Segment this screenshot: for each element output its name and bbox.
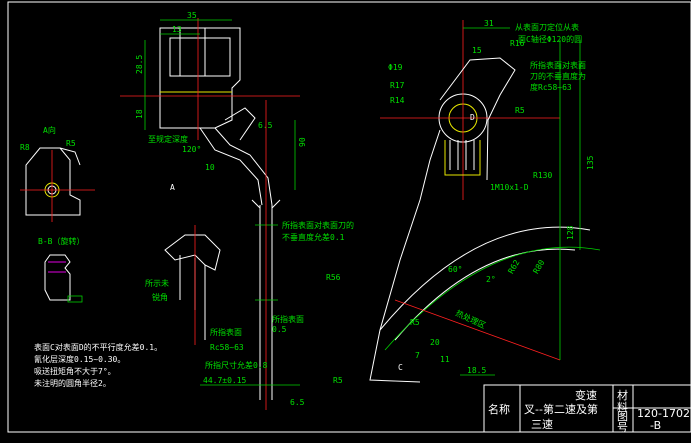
dim-phi19: Φ19	[388, 63, 403, 72]
dim-35: 35	[187, 11, 197, 20]
dim-6-5b: 6.5	[290, 398, 305, 407]
dim-20: 20	[430, 338, 440, 347]
dim-128: 128	[566, 225, 575, 240]
note-a1: 从表面刀定位从表	[515, 22, 579, 32]
dim-r5: R5	[66, 139, 76, 148]
note-a14: 所指表面	[210, 327, 242, 337]
label-d: D	[470, 113, 475, 122]
section-b-b: B-B（旋转）	[38, 236, 84, 303]
note-a5: 度Rc58~63	[530, 82, 572, 92]
dim-120deg: 120°	[182, 145, 201, 154]
dim-6-5: 6.5	[258, 121, 273, 130]
note-a13: 所指尺寸允差0.8	[205, 360, 268, 370]
dim-r5b: R5	[410, 318, 420, 327]
title-part-name-3: 三速	[531, 418, 553, 431]
title-block: 名称 变速 叉--第二速及第 三速 材 料 图 号 120-17020 -B	[483, 384, 691, 434]
note-a9: 所示未	[145, 278, 169, 288]
dim-15a: 15	[472, 46, 482, 55]
dim-90: 90	[298, 137, 307, 147]
note-a11: 所指表面	[272, 314, 304, 324]
dim-r14: R14	[390, 96, 405, 105]
note-a3: 所指表面对表面	[530, 60, 586, 70]
lower-detail: 所示未 锐角 所指表面 Rc58~63 所指尺寸允差0.8	[145, 225, 268, 370]
title-drawing-no-label2: 号	[617, 421, 628, 434]
technical-notes: 表面C对表面D的不平行度允差0.1。 氰化层深度0.15~0.30。 吸送扭矩角…	[34, 342, 162, 388]
title-part-name-2: 叉--第二速及第	[524, 402, 598, 416]
dim-thread: 1M10x1-D	[490, 183, 529, 192]
dim-60deg: 60°	[448, 265, 462, 274]
note-a6: 至规定深度	[148, 134, 188, 144]
dim-7: 7	[415, 351, 420, 360]
note-line-2: 氰化层深度0.15~0.30。	[34, 354, 125, 364]
dim-r56: R56	[326, 273, 341, 282]
title-material-label: 材	[617, 388, 628, 402]
title-drawing-no: 120-17020	[637, 407, 691, 420]
note-a8: 不垂直度允差0.1	[282, 232, 345, 242]
dim-r8: R8	[20, 143, 30, 152]
drawing-frame	[7, 1, 691, 433]
view-a-label: A向	[43, 125, 56, 135]
dim-r5c: R5	[333, 376, 343, 385]
note-a17: 0.5	[272, 325, 287, 334]
note-line-1: 表面C对表面D的不平行度允差0.1。	[34, 342, 162, 352]
dim-11: 11	[440, 355, 450, 364]
note-a10: 锐角	[152, 292, 168, 302]
note-a15: Rc58~63	[210, 343, 244, 352]
dim-135: 135	[586, 155, 595, 170]
section-label: B-B（旋转）	[38, 236, 84, 246]
note-line-3: 吸送扭矩角不大于7°。	[34, 366, 116, 376]
dim-28-5: 28.5	[135, 55, 144, 74]
dim-18: 18	[135, 109, 144, 119]
label-a: A	[170, 183, 175, 192]
dim-r130: R130	[533, 171, 552, 180]
title-material-label2: 料	[617, 400, 628, 414]
dim-r16: R16	[510, 39, 525, 48]
title-drawing-rev: -B	[650, 419, 661, 432]
title-drawing-no-label: 图	[617, 410, 628, 423]
title-name-label: 名称	[488, 402, 510, 416]
dim-31: 31	[484, 19, 494, 28]
front-view: 35 13 28.5 18 至规定深度 120° 10 A 90 6.5 所指表…	[120, 11, 354, 410]
dim-r17: R17	[390, 81, 405, 90]
dim-r5-right: R5	[515, 106, 525, 115]
note-a2: 面C轴径Φ120的圆	[518, 34, 582, 44]
note-line-4: 未注明的圆角半径2。	[34, 378, 111, 388]
label-c: C	[398, 363, 403, 372]
title-part-name-1: 变速	[575, 388, 597, 402]
note-a4: 刀的不垂直度为	[530, 71, 586, 81]
note-a7: 所指表面对表面刀的	[282, 220, 354, 230]
dim-2deg: 2°	[486, 275, 496, 284]
view-a: A向 R5 R8	[20, 125, 95, 222]
dim-10: 10	[205, 163, 215, 172]
dim-13: 13	[172, 25, 182, 34]
dim-44-7: 44.7±0.15	[203, 376, 247, 385]
dim-18-5: 18.5	[467, 366, 486, 375]
